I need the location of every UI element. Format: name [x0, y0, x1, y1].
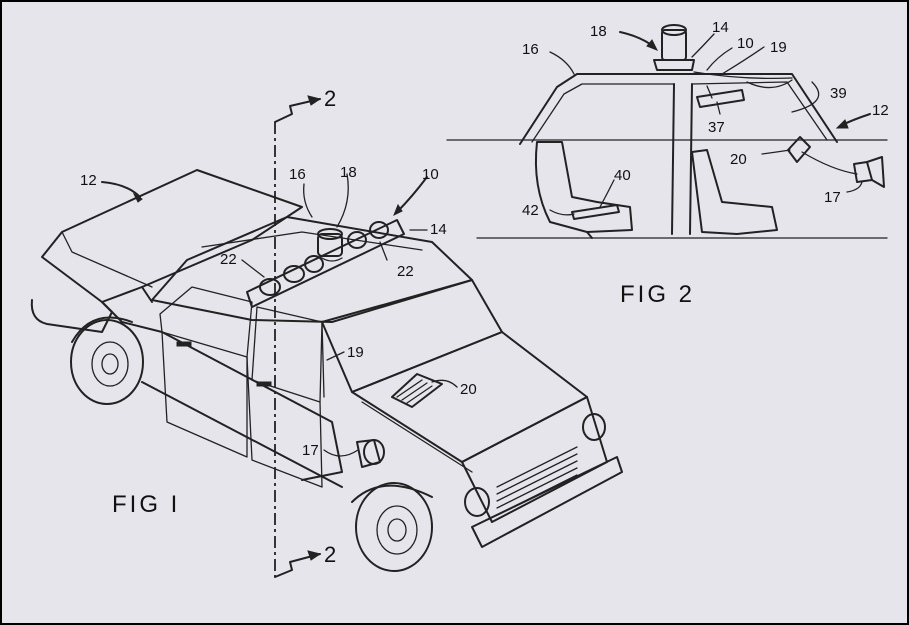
fig1-label-bar-end: 14: [430, 221, 447, 238]
fig1-label-car: 12: [80, 172, 97, 189]
fig1-label-control: 20: [460, 381, 477, 398]
fig1-label-lightbar: 10: [422, 166, 439, 183]
fig2-label-seat-unit: 42: [522, 202, 539, 219]
fig1-reference-numerals: 12 2 2 16 18 10 14 22 22 19 20 17 FIG I: [80, 86, 477, 567]
fig2-label-cable: 19: [770, 39, 787, 56]
fig1-label-lamps-right: 22: [397, 263, 414, 280]
fig2-label-switch: 40: [614, 167, 631, 184]
fig2-label-speaker: 17: [824, 189, 841, 206]
fig1-label-speaker: 17: [302, 442, 319, 459]
fig1-equipment: [321, 321, 443, 468]
fig1-label-beacon: 18: [340, 164, 357, 181]
fig2-label-wire: 39: [830, 85, 847, 102]
section-line-2-2: [274, 95, 322, 578]
fig2-label-control: 20: [730, 151, 747, 168]
fig2-caption: FIG 2: [620, 281, 695, 308]
fig1-lightbar: [246, 219, 405, 308]
fig2-label-beacon: 18: [590, 23, 607, 40]
fig1-label-cable: 19: [347, 344, 364, 361]
fig2-reference-numerals: 18 14 16 10 19 39 12 37 20 17 40 42 FIG …: [522, 19, 889, 308]
fig2-leaders: [549, 31, 871, 216]
fig2-label-bar-end: 14: [712, 19, 729, 36]
fig2-label-lightbar: 10: [737, 35, 754, 52]
fig1-leaders: [101, 173, 458, 457]
fig1-label-section-bottom: 2: [324, 542, 336, 567]
fig1-car-drawing: [30, 169, 623, 572]
fig2-section-drawing: [446, 24, 888, 239]
fig1-label-section-top: 2: [324, 86, 336, 111]
fig2-label-mount: 37: [708, 119, 725, 136]
fig1-label-lamps-left: 22: [220, 251, 237, 268]
fig2-label-roof: 16: [522, 41, 539, 58]
fig2-label-car: 12: [872, 102, 889, 119]
fig1-label-roof: 16: [289, 166, 306, 183]
fig1-caption: FIG I: [112, 491, 180, 518]
